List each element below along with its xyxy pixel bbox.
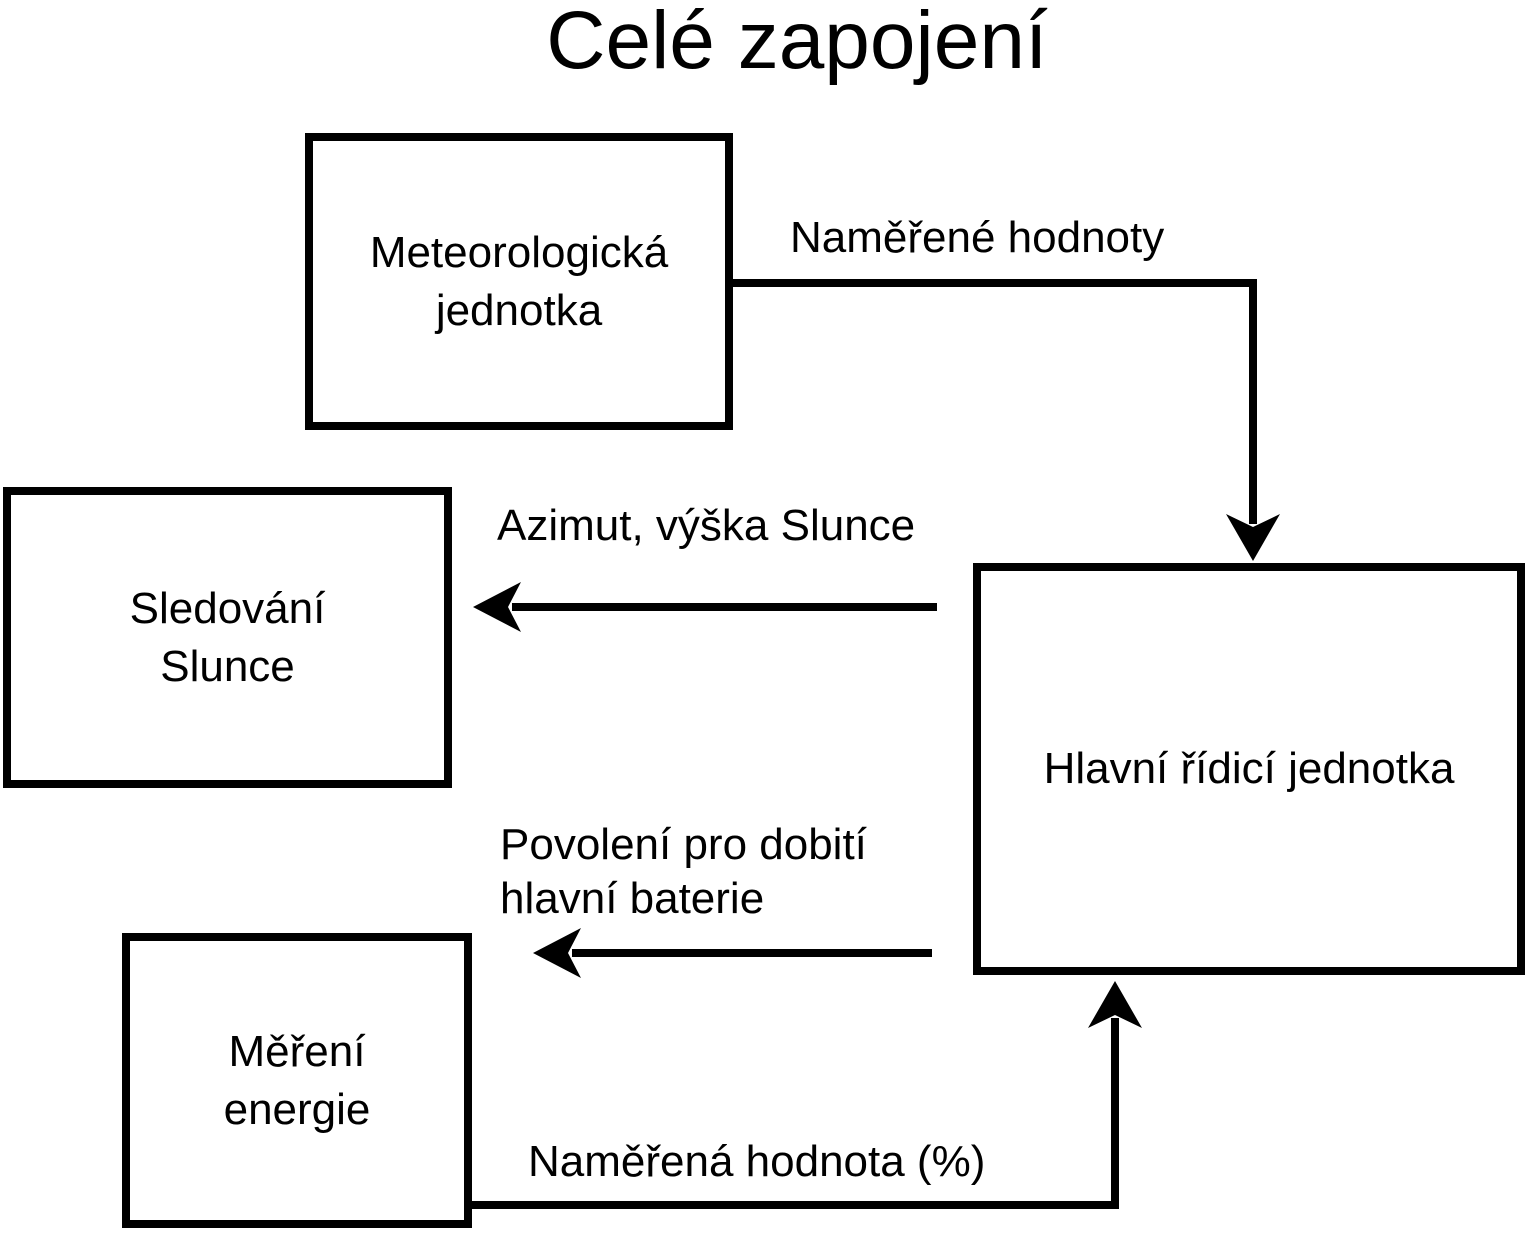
page-title: Celé zapojení	[546, 0, 1048, 86]
edge-label-line: hlavní baterie	[500, 874, 765, 923]
edge-label-azimuth-sun-height: Azimut, výška Slunce	[497, 501, 916, 550]
node-energy-measurement: Měření energie	[122, 933, 472, 1228]
measured-values-arrowhead	[1226, 514, 1280, 561]
node-label-line: jednotka	[435, 285, 603, 335]
edge-label-measured-percent: Naměřená hodnota (%)	[528, 1137, 986, 1186]
node-sun-tracking: Sledování Slunce	[3, 487, 452, 788]
node-label-line: energie	[223, 1084, 371, 1134]
azimuth-arrowhead	[473, 582, 521, 632]
node-label-line: Sledování	[129, 584, 326, 634]
charge-permission-arrowhead	[533, 928, 581, 978]
edge-label-line: Povolení pro dobití	[500, 820, 867, 869]
edge-label-charge-permission: Povolení pro dobití hlavní baterie	[500, 818, 867, 926]
measured-percent-arrowhead	[1088, 981, 1142, 1028]
node-main-control-unit: Hlavní řídicí jednotka	[973, 563, 1525, 975]
node-meteorological-unit: Meteorologická jednotka	[305, 133, 733, 430]
edge-label-measured-values: Naměřené hodnoty	[790, 213, 1165, 262]
node-label-line: Hlavní řídicí jednotka	[1043, 744, 1455, 794]
node-label-line: Slunce	[160, 641, 295, 691]
measured-percent-connector	[472, 1018, 1119, 1209]
measured-values-connector	[733, 279, 1257, 524]
node-label-line: Meteorologická	[369, 228, 669, 278]
node-label-line: Měření	[228, 1027, 366, 1077]
